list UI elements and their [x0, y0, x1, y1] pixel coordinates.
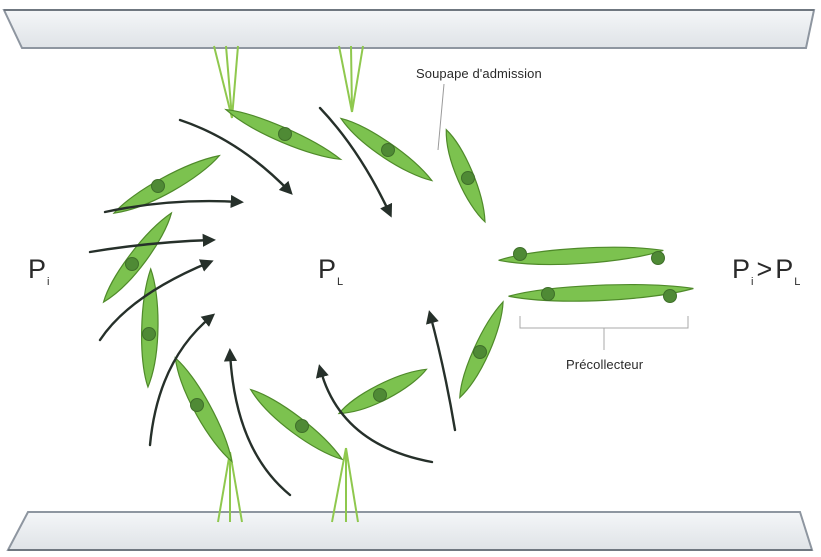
cell-nucleus-11 [514, 248, 527, 261]
rel-right-sub: L [794, 276, 800, 288]
flow-arrow-9 [430, 314, 455, 430]
rel-left-sub: i [751, 276, 753, 288]
cell-nucleus-1 [279, 128, 292, 141]
pi-main: P [28, 254, 46, 284]
precollector-bracket [520, 316, 688, 350]
cell-nucleus-3 [126, 258, 139, 271]
flow-arrow-8 [320, 368, 432, 462]
cell-nucleus-12 [652, 252, 665, 265]
cell-nucleus-8 [382, 144, 395, 157]
anchoring-filament-top-left [214, 46, 238, 118]
cell-nucleus-2 [152, 180, 165, 193]
pl-sub: L [337, 276, 343, 288]
valve-label: Soupape d'admission [416, 66, 542, 81]
lymph-pressure-label: PL [318, 254, 343, 288]
rel-right-main: P [775, 254, 793, 284]
cell-nucleus-9 [462, 172, 475, 185]
precollector-label: Précollecteur [566, 357, 643, 372]
rel-operator: > [756, 254, 772, 284]
cell-nucleus-6 [296, 420, 309, 433]
cell-nucleus-14 [664, 290, 677, 303]
cell-nucleus-7 [374, 389, 387, 402]
pressure-relation-label: Pi>PL [732, 254, 800, 288]
pi-sub: i [47, 276, 49, 288]
cell-nucleus-13 [542, 288, 555, 301]
top-tissue-plate [4, 10, 814, 48]
endothelial-cell-5 [168, 354, 238, 466]
rel-left-main: P [732, 254, 750, 284]
endothelial-cell-3 [97, 209, 179, 307]
anchoring-filament-bottom-right [332, 448, 358, 522]
pl-main: P [318, 254, 336, 284]
cell-nucleus-10 [474, 346, 487, 359]
cell-nucleus-5 [191, 399, 204, 412]
bottom-tissue-plate [8, 512, 812, 550]
valve-leader-line [438, 84, 444, 150]
interstitial-pressure-label: Pi [28, 254, 49, 288]
cell-nucleus-4 [143, 328, 156, 341]
anchoring-filament-top-right [339, 46, 363, 112]
endothelial-cells [97, 103, 694, 467]
endothelial-cell-2 [110, 150, 224, 221]
